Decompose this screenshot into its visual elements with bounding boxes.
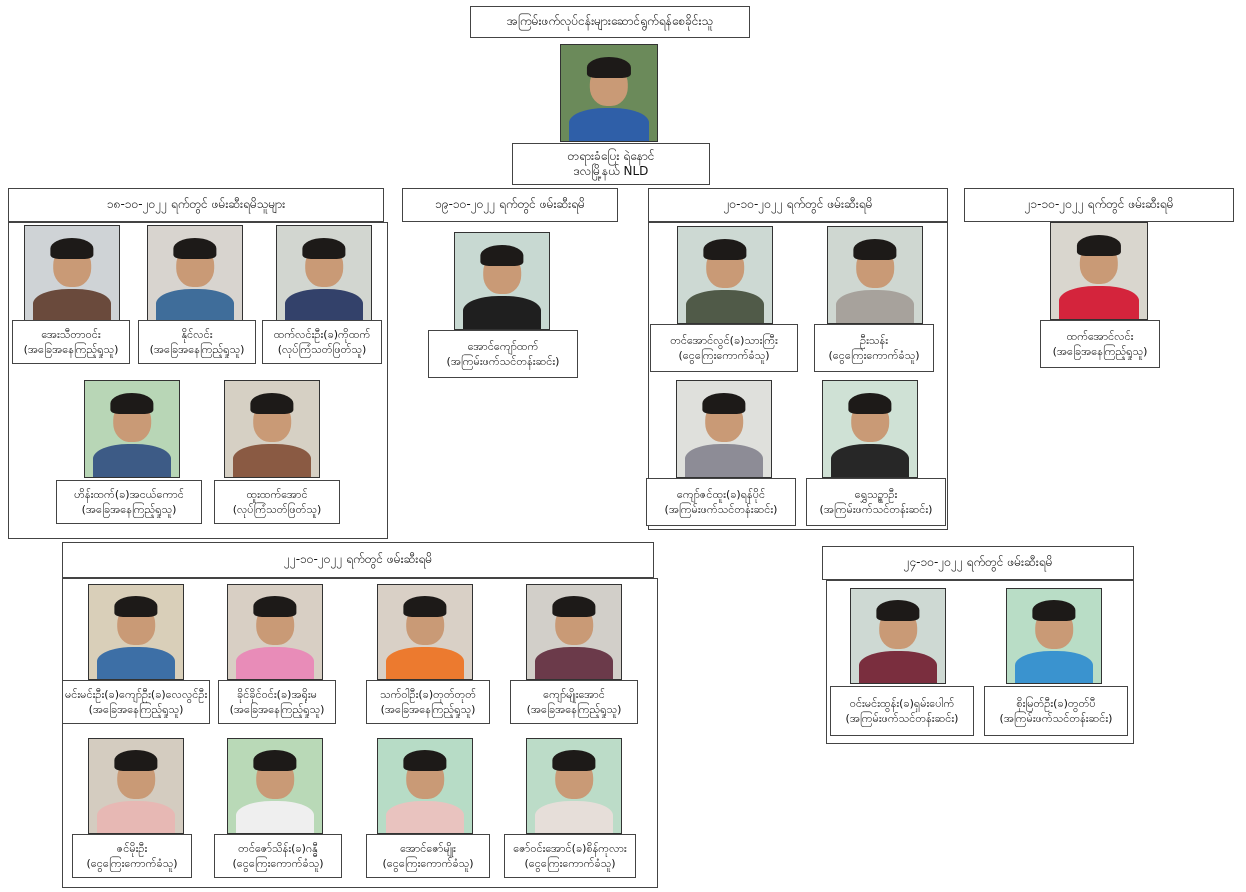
group-header: ၂၁-၁၀-၂၀၂၂ ရက်တွင် ဖမ်းဆီးရမိ [964, 188, 1234, 222]
person-name: နိုင်လင်း [181, 328, 213, 341]
person-name: အောင်ကျော်ထက် [467, 340, 539, 353]
commander-role: ဒလမြို့နယ် NLD [573, 164, 649, 178]
person-caption: ရွှေသဥ္စာဦး (အကြမ်းဖက်သင်တန်းဆင်း) [806, 478, 946, 526]
person-caption: စိုးမြတ်ဦး(ခ)တွတ်ပီ (အကြမ်းဖက်သင်တန်းဆင်း… [984, 686, 1128, 736]
person-caption: ထက်လင်းဦး(ခ)ကိုထက် (လုပ်ကြံသတ်ဖြတ်သူ) [262, 320, 382, 364]
group-header: ၂၄-၁၀-၂၀၂၂ ရက်တွင် ဖမ်းဆီးရမိ [822, 546, 1134, 580]
person-role: (အခြေအနေကြည့်ရှုသူ) [88, 703, 184, 716]
person-photo [276, 225, 372, 323]
person-name: ထက်အောင်လင်း [1066, 330, 1134, 343]
commander-name: တရားခံပြေး ရဲနောင် [567, 149, 655, 163]
person-caption: ကျော်ဇင်ထူး(ခ)ရန်ပိုင် (အကြမ်းဖက်သင်တန်းဆ… [646, 478, 796, 526]
person-name: စိုးမြတ်ဦး(ခ)တွတ်ပီ [1016, 697, 1096, 710]
person-role: (ငွေကြေးကောက်ခံသူ) [86, 857, 178, 870]
person-photo [377, 584, 473, 680]
person-caption: ဇင်မိုးဦး (ငွေကြေးကောက်ခံသူ) [72, 834, 192, 878]
person-photo [677, 226, 773, 324]
person-photo [822, 380, 918, 478]
person-photo [1050, 222, 1148, 320]
person-name: ဇော်ဝင်းအောင်(ခ)စိန်ကုလား [513, 842, 627, 855]
person-role: (အခြေအနေကြည့်ရှုသူ) [229, 703, 325, 716]
person-role: (အကြမ်းဖက်သင်တန်းဆင်း) [845, 712, 959, 725]
person-role: (အကြမ်းဖက်သင်တန်းဆင်း) [999, 712, 1113, 725]
person-photo [850, 588, 946, 684]
person-photo [526, 738, 622, 834]
person-photo [676, 380, 772, 478]
person-name: ကျော်မျိုးအောင် [543, 688, 605, 701]
group-header: ၁၈-၁၀-၂၀၂၂ ရက်တွင် ဖမ်းဆီးရမိသူများ [8, 188, 384, 222]
person-name: တင်အောင်လွင်(ခ)သားကြီး [670, 334, 778, 347]
person-name: အေးသီတာဝင်း [41, 328, 101, 341]
person-photo [224, 380, 320, 478]
person-caption: နိုင်လင်း (အခြေအနေကြည့်ရှုသူ) [138, 320, 256, 364]
person-photo [88, 738, 184, 834]
person-caption: ဦးသန်း (ငွေကြေးကောက်ခံသူ) [814, 324, 934, 372]
person-caption: ဝင်းမင်းထွန်း(ခ)ရှမ်းပေါက် (အကြမ်းဖက်သင်တ… [830, 686, 974, 736]
person-caption: ကျော်မျိုးအောင် (အခြေအနေကြည့်ရှုသူ) [510, 680, 638, 724]
person-role: (ငွေကြေးကောက်ခံသူ) [232, 857, 324, 870]
person-name: ကျော်ဇင်ထူး(ခ)ရန်ပိုင် [676, 488, 766, 501]
person-name: တင်ဇော်သိန်း(ခ)ဂန္ဓီ [238, 842, 318, 855]
person-name: မင်းမင်းဦး(ခ)ကျော်ဦး(ခ)လေလွင်ဦး [65, 688, 208, 701]
person-role: (အခြေအနေကြည့်ရှုသူ) [149, 343, 245, 356]
person-photo [147, 225, 243, 323]
person-photo [454, 232, 550, 330]
person-role: (အကြမ်းဖက်သင်တန်းဆင်း) [819, 503, 933, 516]
person-photo [227, 584, 323, 680]
person-caption: တင်ဇော်သိန်း(ခ)ဂန္ဓီ (ငွေကြေးကောက်ခံသူ) [214, 834, 342, 878]
person-photo [88, 584, 184, 680]
person-caption: ဟိန်းထက်(ခ)အငယ်ကောင် (အခြေအနေကြည့်ရှုသူ) [56, 480, 202, 524]
person-role: (အခြေအနေကြည့်ရှုသူ) [526, 703, 622, 716]
person-role: (လုပ်ကြံသတ်ဖြတ်သူ) [232, 503, 322, 516]
person-caption: အောင်ကျော်ထက် (အကြမ်းဖက်သင်တန်းဆင်း) [428, 330, 578, 378]
person-role: (ငွေကြေးကောက်ခံသူ) [524, 857, 616, 870]
group-header: ၁၉-၁၀-၂၀၂၂ ရက်တွင် ဖမ်းဆီးရမိ [402, 188, 618, 222]
person-role: (အခြေအနေကြည့်ရှုသူ) [23, 343, 119, 356]
person-name: ဦးသန်း [859, 334, 888, 347]
person-name: ရွှေသဥ္စာဦး [854, 488, 898, 501]
person-photo [1006, 588, 1102, 684]
person-role: (ငွေကြေးကောက်ခံသူ) [828, 349, 920, 362]
person-photo [827, 226, 923, 324]
person-name: ဟိန်းထက်(ခ)အငယ်ကောင် [74, 488, 184, 501]
person-caption: တင်အောင်လွင်(ခ)သားကြီး (ငွေကြေးကောက်ခံသူ) [650, 324, 798, 372]
person-name: ထူးထက်အောင် [246, 488, 308, 501]
person-caption: အေးသီတာဝင်း (အခြေအနေကြည့်ရှုသူ) [12, 320, 130, 364]
person-photo [24, 225, 120, 323]
person-name: ထက်လင်းဦး(ခ)ကိုထက် [273, 328, 371, 341]
person-name: သက်ဝါဦး(ခ)တုတ်တုတ် [380, 688, 476, 701]
person-name: ဇင်မိုးဦး [116, 842, 148, 855]
person-photo [377, 738, 473, 834]
group-header: ၂၂-၁၀-၂၀၂၂ ရက်တွင် ဖမ်းဆီးရမိ [62, 542, 654, 578]
person-role: (ငွေကြေးကောက်ခံသူ) [382, 857, 474, 870]
person-role: (အကြမ်းဖက်သင်တန်းဆင်း) [664, 503, 778, 516]
person-caption: အောင်ဇော်မျိုး (ငွေကြေးကောက်ခံသူ) [366, 834, 490, 878]
person-name: ဝင်းမင်းထွန်း(ခ)ရှမ်းပေါက် [849, 697, 955, 710]
person-role: (အခြေအနေကြည့်ရှုသူ) [1052, 345, 1148, 358]
person-caption: မင်းမင်းဦး(ခ)ကျော်ဦး(ခ)လေလွင်ဦး (အခြေအနေက… [62, 680, 210, 724]
person-caption: ထက်အောင်လင်း (အခြေအနေကြည့်ရှုသူ) [1040, 320, 1160, 368]
person-caption: ဇော်ဝင်းအောင်(ခ)စိန်ကုလား (ငွေကြေးကောက်ခံ… [504, 834, 636, 878]
person-role: (အကြမ်းဖက်သင်တန်းဆင်း) [446, 355, 560, 368]
person-name: ခိုင်ခိုင်ဝင်း(ခ)အရိုးမ [237, 688, 317, 701]
commander-caption: တရားခံပြေး ရဲနောင်ဒလမြို့နယ် NLD [512, 143, 710, 185]
person-name: အောင်ဇော်မျိုး [400, 842, 456, 855]
person-photo [526, 584, 622, 680]
person-photo [227, 738, 323, 834]
commander-photo [560, 44, 658, 142]
person-caption: ခိုင်ခိုင်ဝင်း(ခ)အရိုးမ (အခြေအနေကြည့်ရှုသ… [218, 680, 336, 724]
person-role: (အခြေအနေကြည့်ရှုသူ) [380, 703, 476, 716]
person-role: (ငွေကြေးကောက်ခံသူ) [678, 349, 770, 362]
group-header: ၂၀-၁၀-၂၀၂၂ ရက်တွင် ဖမ်းဆီးရမိ [648, 188, 948, 222]
commander-header: အကြမ်းဖက်လုပ်ငန်းများဆောင်ရွက်ရန်စေခိုင်… [470, 6, 750, 38]
person-role: (လုပ်ကြံသတ်ဖြတ်သူ) [277, 343, 367, 356]
person-caption: ထူးထက်အောင် (လုပ်ကြံသတ်ဖြတ်သူ) [214, 480, 340, 524]
person-role: (အခြေအနေကြည့်ရှုသူ) [81, 503, 177, 516]
person-photo [84, 380, 180, 478]
person-caption: သက်ဝါဦး(ခ)တုတ်တုတ် (အခြေအနေကြည့်ရှုသူ) [366, 680, 490, 724]
